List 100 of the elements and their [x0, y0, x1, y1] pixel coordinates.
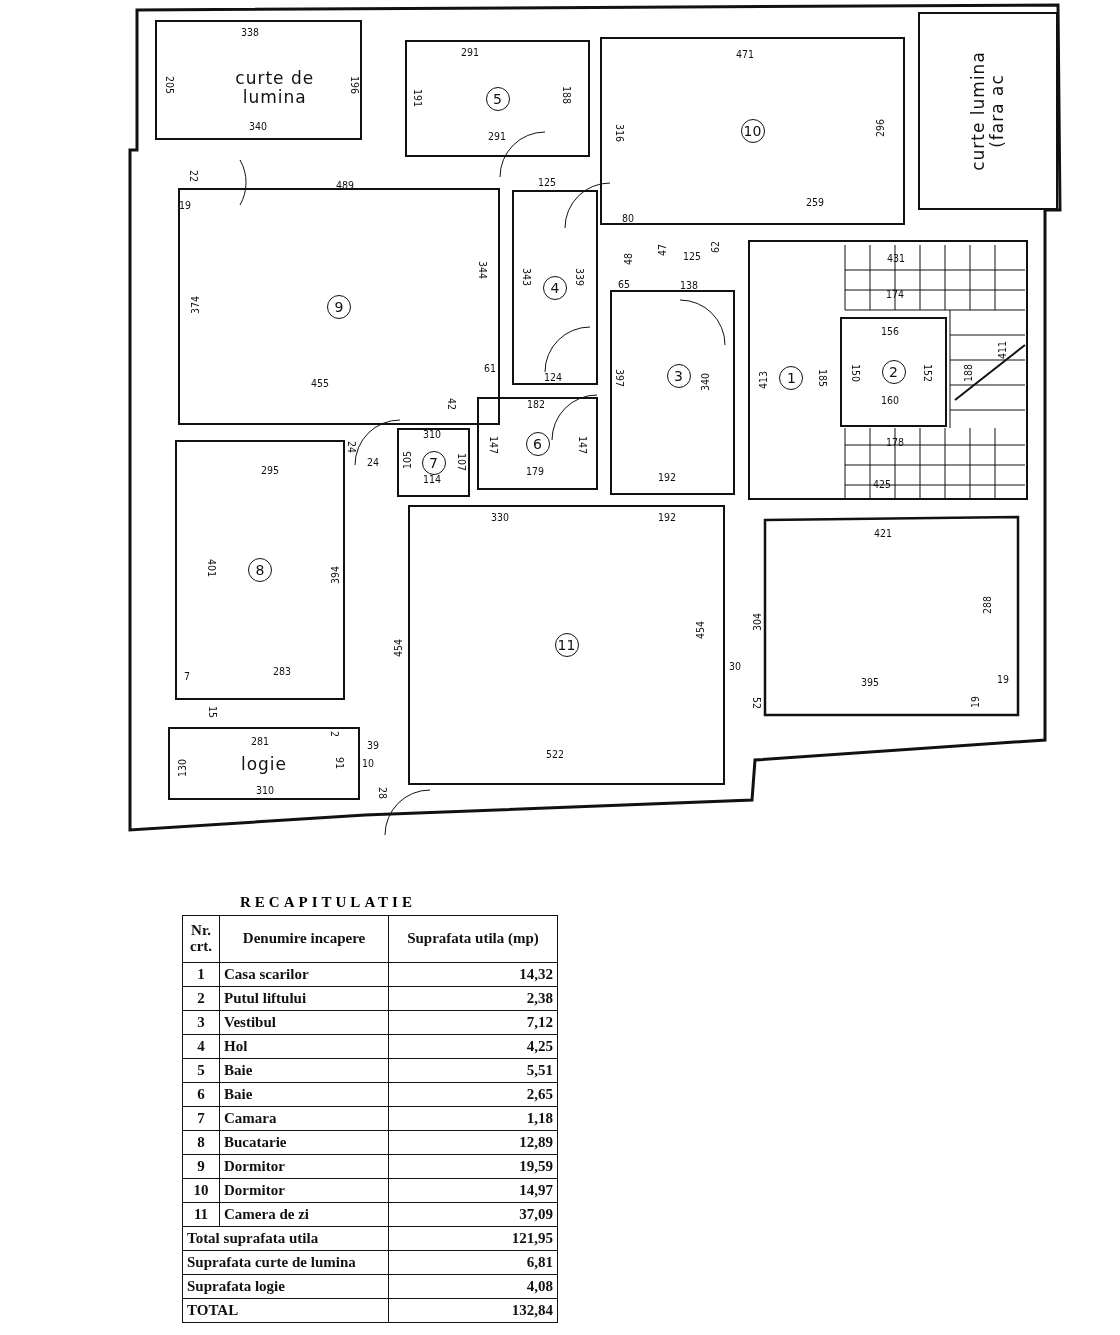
- dimension-label: 61: [484, 362, 496, 374]
- dimension-label: 340: [699, 373, 711, 391]
- table-cell: 12,89: [388, 1130, 558, 1155]
- dimension-label: 19: [179, 199, 191, 211]
- dimension-label: 107: [456, 453, 468, 471]
- table-cell: 6,81: [388, 1250, 558, 1275]
- room: [610, 290, 735, 495]
- table-cell: Bucatarie: [219, 1130, 389, 1155]
- dimension-label: 39: [367, 739, 379, 751]
- dimension-label: 188: [561, 86, 573, 104]
- dimension-label: 471: [736, 48, 754, 60]
- dimension-label: 411: [996, 341, 1008, 359]
- table-cell: Dormitor: [219, 1178, 389, 1203]
- dimension-label: 196: [349, 76, 361, 94]
- dimension-label: 455: [311, 377, 329, 389]
- dimension-label: 2: [329, 731, 341, 737]
- room-name: curte de lumina: [234, 69, 316, 107]
- table-cell: 8: [182, 1130, 220, 1155]
- dimension-label: 330: [491, 511, 509, 523]
- dimension-label: 394: [329, 566, 341, 584]
- table-cell: Camara: [219, 1106, 389, 1131]
- dimension-label: 19: [969, 696, 981, 708]
- dimension-label: 114: [423, 473, 441, 485]
- table-cell: 1: [182, 962, 220, 987]
- room: [405, 40, 590, 157]
- room: [477, 397, 598, 490]
- table-cell: 19,59: [388, 1154, 558, 1179]
- room: [168, 727, 360, 800]
- dimension-label: 421: [874, 527, 892, 539]
- dimension-label: 454: [694, 621, 706, 639]
- dimension-label: 338: [241, 26, 259, 38]
- dimension-label: 174: [886, 288, 904, 300]
- table-cell: Baie: [219, 1082, 389, 1107]
- table-cell: Denumire incapere: [219, 915, 389, 963]
- dimension-label: 413: [757, 371, 769, 389]
- table-cell: Dormitor: [219, 1154, 389, 1179]
- table-cell: 1,18: [388, 1106, 558, 1131]
- dimension-label: 316: [614, 124, 626, 142]
- dimension-label: 65: [618, 278, 630, 290]
- table-cell: 14,97: [388, 1178, 558, 1203]
- dimension-label: 105: [401, 451, 413, 469]
- dimension-label: 425: [873, 478, 891, 490]
- table-cell: 121,95: [388, 1226, 558, 1251]
- dimension-label: 91: [334, 757, 346, 769]
- table-cell: Camera de zi: [219, 1202, 389, 1227]
- dimension-label: 42: [446, 398, 458, 410]
- dimension-label: 147: [577, 436, 589, 454]
- room: [918, 12, 1058, 210]
- dimension-label: 124: [544, 371, 562, 383]
- dimension-label: 179: [526, 465, 544, 477]
- dimension-label: 374: [189, 296, 201, 314]
- dimension-label: 259: [806, 196, 824, 208]
- room-name: curte lumina (fara ac: [969, 50, 1007, 173]
- dimension-label: 296: [874, 119, 886, 137]
- dimension-label: 283: [273, 665, 291, 677]
- dimension-label: 192: [658, 471, 676, 483]
- dimension-label: 291: [488, 130, 506, 142]
- dimension-label: 178: [886, 436, 904, 448]
- dimension-label: 310: [256, 784, 274, 796]
- table-cell: 9: [182, 1154, 220, 1179]
- table-cell: 3: [182, 1010, 220, 1035]
- table-cell: 4,08: [388, 1274, 558, 1299]
- dimension-label: 340: [249, 120, 267, 132]
- table-cell: 5: [182, 1058, 220, 1083]
- room: [408, 505, 725, 785]
- dimension-label: 52: [751, 697, 763, 709]
- table-cell: 37,09: [388, 1202, 558, 1227]
- dimension-label: 47: [656, 244, 668, 256]
- dimension-label: 344: [477, 261, 489, 279]
- dimension-label: 150: [850, 364, 862, 382]
- room: [178, 188, 500, 425]
- dimension-label: 185: [817, 369, 829, 387]
- dimension-label: 130: [176, 759, 188, 777]
- dimension-label: 304: [751, 613, 763, 631]
- dimension-label: 522: [546, 748, 564, 760]
- dimension-label: 7: [184, 670, 190, 682]
- room-name: logie: [240, 754, 288, 773]
- table-cell: Nr. crt.: [182, 915, 220, 963]
- dimension-label: 288: [981, 596, 993, 614]
- dimension-label: 343: [521, 268, 533, 286]
- table-cell: 2,65: [388, 1082, 558, 1107]
- table-cell: Putul liftului: [219, 986, 389, 1011]
- dimension-label: 48: [622, 253, 634, 265]
- table-cell: Hol: [219, 1034, 389, 1059]
- dimension-label: 339: [574, 268, 586, 286]
- table-cell: Total suprafata utila: [182, 1226, 389, 1251]
- dimension-label: 395: [861, 676, 879, 688]
- dimension-label: 192: [658, 511, 676, 523]
- dimension-label: 152: [922, 364, 934, 382]
- dimension-label: 431: [887, 252, 905, 264]
- dimension-label: 62: [709, 241, 721, 253]
- table-title: RECAPITULATIE: [239, 895, 417, 910]
- table-cell: 7: [182, 1106, 220, 1131]
- table-cell: Suprafata utila (mp): [388, 915, 558, 963]
- room: [600, 37, 905, 225]
- table-cell: Casa scarilor: [219, 962, 389, 987]
- dimension-label: 191: [412, 89, 424, 107]
- table-cell: 6: [182, 1082, 220, 1107]
- dimension-label: 147: [488, 436, 500, 454]
- dimension-label: 397: [614, 369, 626, 387]
